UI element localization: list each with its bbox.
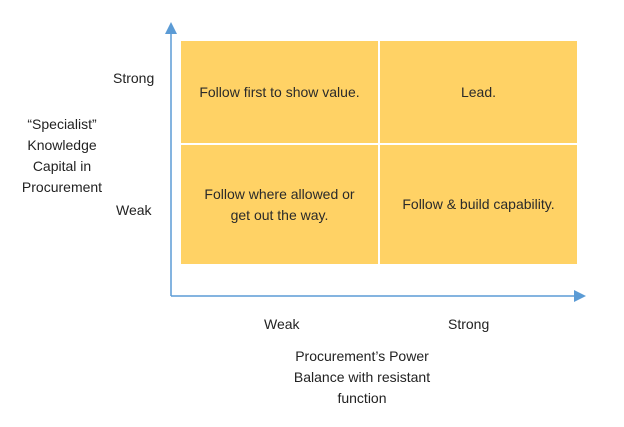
cell-bottom-right-text: Follow & build capability. — [402, 196, 555, 212]
x-axis-title: Procurement’s Power Balance with resista… — [293, 348, 431, 406]
cell-bottom-left: Follow where allowed or get out the way. — [181, 145, 378, 264]
y-axis-title: “Specialist” Knowledge Capital in Procur… — [21, 116, 103, 195]
cell-top-right: Lead. — [380, 41, 577, 143]
cell-bottom-left-text: Follow where allowed or get out the way. — [204, 185, 355, 223]
cell-top-left-text: Follow first to show value. — [199, 83, 360, 100]
cell-bottom-right: Follow & build capability. — [380, 145, 577, 264]
cell-top-left: Follow first to show value. — [181, 41, 378, 143]
x-axis-low-label: Weak — [264, 316, 300, 332]
cell-top-right-text: Lead. — [460, 83, 497, 100]
y-axis-low-label: Weak — [116, 202, 152, 218]
x-axis-high-label: Strong — [448, 316, 490, 332]
y-axis-high-label: Strong — [113, 70, 155, 86]
